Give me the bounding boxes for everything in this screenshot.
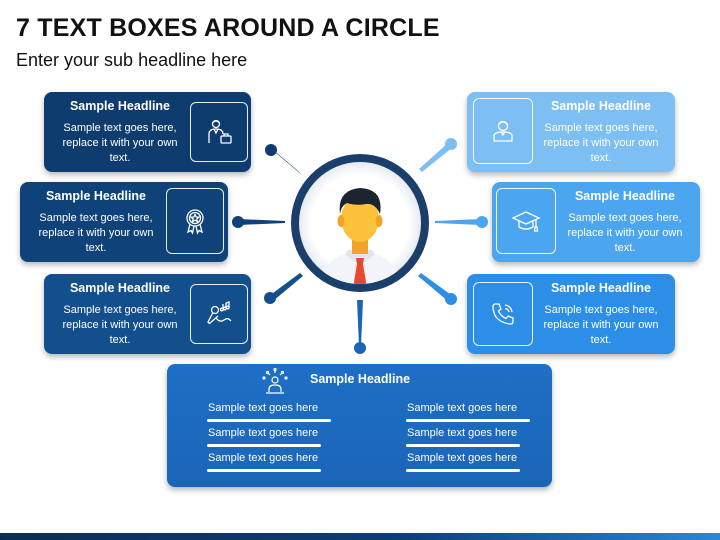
bottom-item-right-2: Sample text goes here [407, 427, 518, 439]
bottom-line [207, 444, 321, 447]
text-box-right-3: Sample Headline Sample text goes here,re… [467, 274, 675, 354]
text-box-left-3: Sample Headline Sample text goes here,re… [44, 274, 251, 354]
connector-bottom [354, 300, 366, 354]
box-text: Sample text goes here,replace it with yo… [543, 303, 659, 346]
connector-left-2 [232, 216, 285, 228]
box-text: Sample text goes here,replace it with yo… [62, 303, 178, 346]
award-badge-icon [166, 188, 224, 254]
box-text: Sample text goes here,replace it with yo… [38, 211, 154, 254]
box-headline: Sample Headline [45, 188, 147, 203]
text-box-right-1: Sample Headline Sample text goes here,re… [467, 92, 675, 172]
slide-title: 7 TEXT BOXES AROUND A CIRCLE [16, 14, 440, 42]
box-text: Sample text goes here,replace it with yo… [543, 121, 659, 164]
graduation-cap-icon [496, 188, 556, 254]
text-box-bottom: Sample Headline Sample text goes here Sa… [167, 364, 552, 487]
connector-left-1 [265, 144, 302, 175]
bottom-item-right-1: Sample text goes here [407, 402, 518, 414]
box-headline: Sample Headline [574, 188, 676, 203]
box-text: Sample text goes here,replace it with yo… [62, 121, 178, 164]
bottom-line [406, 469, 520, 472]
box-headline: Sample Headline [550, 280, 652, 295]
bottom-item-left-3: Sample text goes here [208, 452, 319, 464]
phone-call-icon [473, 282, 533, 346]
box-text: Sample text goes here,replace it with yo… [567, 211, 683, 254]
microphone-music-icon [190, 284, 248, 344]
bottom-item-left-1: Sample text goes here [208, 402, 319, 414]
box-headline: Sample Headline [550, 98, 652, 113]
connector-right-2 [435, 216, 488, 228]
text-box-right-2: Sample Headline Sample text goes here,re… [492, 182, 700, 262]
user-icon [473, 98, 533, 164]
text-box-left-2: Sample Headline Sample text goes here,re… [20, 182, 228, 262]
bottom-item-right-3: Sample text goes here [407, 452, 518, 464]
connector-left-3 [264, 273, 303, 304]
bottom-line [406, 419, 530, 422]
footer-bar [0, 533, 720, 540]
connector-right-1 [419, 138, 457, 172]
box-headline: Sample Headline [69, 280, 171, 295]
presenter-idea-icon [262, 367, 288, 394]
slide-subtitle: Enter your sub headline here [16, 50, 248, 70]
bottom-line [406, 444, 520, 447]
bottom-line [207, 419, 331, 422]
bottom-box-headline: Sample Headline [310, 372, 411, 386]
bottom-item-left-2: Sample text goes here [208, 427, 319, 439]
text-box-left-1: Sample Headline Sample text goes here,re… [44, 92, 251, 172]
businessman-briefcase-icon [190, 102, 248, 162]
bottom-line [207, 469, 321, 472]
box-headline: Sample Headline [69, 98, 171, 113]
connector-right-3 [418, 273, 457, 305]
